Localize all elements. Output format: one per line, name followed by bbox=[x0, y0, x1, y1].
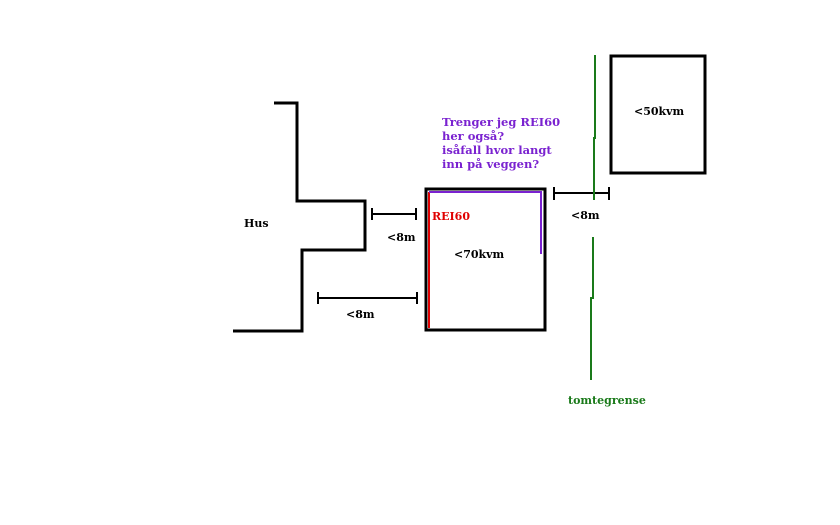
house-label: Hus bbox=[244, 217, 269, 230]
distance-label-lower: <8m bbox=[346, 308, 375, 321]
building-small bbox=[609, 54, 707, 175]
question-note: Trenger jeg REI60 her også? isåfall hvor… bbox=[442, 115, 560, 171]
question-line: isåfall hvor langt bbox=[442, 143, 552, 157]
dimension-house-notch bbox=[371, 208, 417, 220]
boundary-label: tomtegrense bbox=[568, 394, 646, 407]
building-main bbox=[424, 187, 547, 332]
distance-label-boundary: <8m bbox=[571, 209, 600, 222]
distance-label-notch: <8m bbox=[387, 231, 416, 244]
dimension-house-lower bbox=[317, 292, 418, 304]
property-boundary-line bbox=[590, 55, 596, 380]
question-line: Trenger jeg REI60 bbox=[442, 115, 561, 129]
building-small-area: <50kvm bbox=[634, 105, 685, 118]
question-line: inn på veggen? bbox=[442, 157, 540, 171]
question-line: her også? bbox=[442, 129, 505, 143]
fire-rating-label: REI60 bbox=[432, 210, 470, 223]
question-wall bbox=[429, 191, 542, 254]
house-outline bbox=[233, 101, 367, 333]
dimension-to-boundary bbox=[553, 187, 610, 200]
building-main-area: <70kvm bbox=[454, 248, 505, 261]
